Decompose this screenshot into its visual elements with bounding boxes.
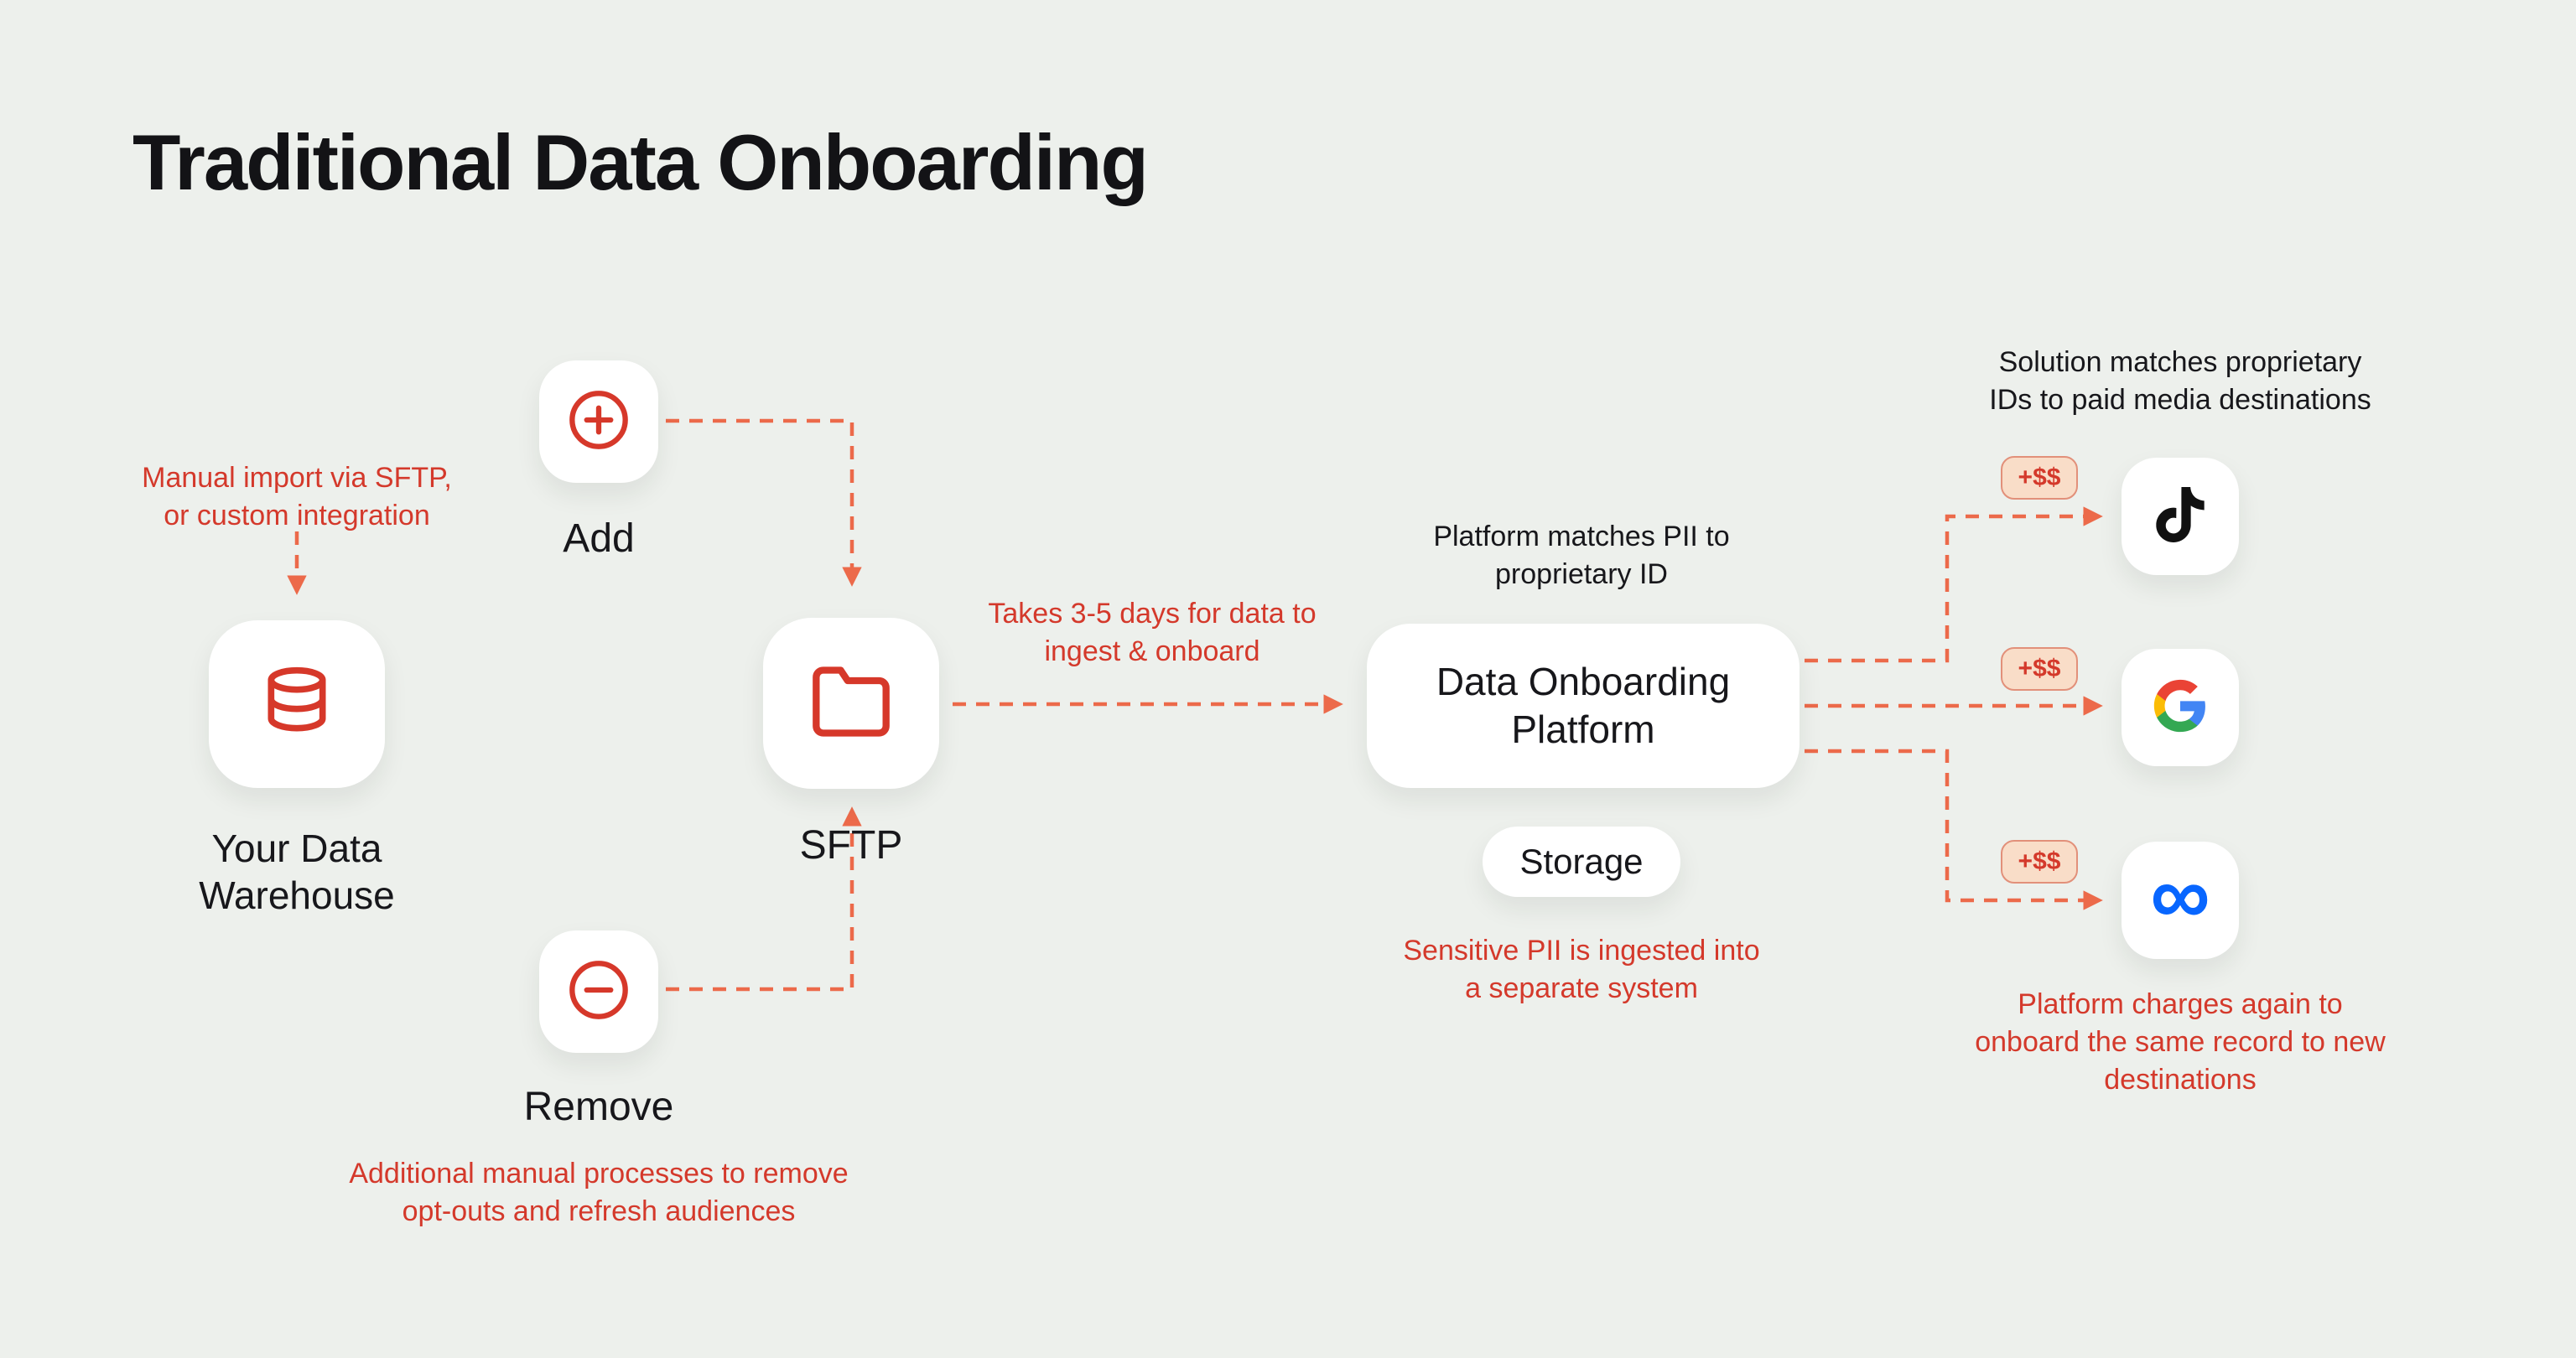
google-icon [2152, 677, 2209, 739]
storage-caption: Sensitive PII is ingested into a separat… [1403, 935, 1760, 1004]
tiktok-icon [2153, 486, 2208, 547]
tiktok-card [2122, 458, 2239, 575]
platform-label: Data Onboarding Platform [1436, 659, 1731, 752]
remove-label: Remove [523, 1085, 674, 1129]
platform-caption: Platform matches PII to proprietary ID [1433, 521, 1730, 590]
storage-label: Storage [1519, 842, 1644, 881]
plus-circle-icon [567, 388, 631, 456]
meta-card: ∞ [2122, 842, 2239, 959]
remove-caption: Additional manual processes to remove op… [349, 1158, 849, 1227]
meta-icon: ∞ [2150, 848, 2210, 942]
remove-card [539, 930, 658, 1053]
ingest-caption: Takes 3-5 days for data to ingest & onbo… [988, 598, 1317, 667]
sftp-label: SFTP [799, 823, 903, 868]
page-title: Traditional Data Onboarding [132, 118, 1149, 206]
minus-circle-icon [567, 958, 631, 1026]
arrow-platform-to-tiktok [1805, 506, 2103, 663]
cost-badge-google: +$$ [2001, 647, 2078, 691]
cost-badge-meta: +$$ [2001, 840, 2078, 884]
cost-badge-tiktok: +$$ [2001, 456, 2078, 500]
destinations-footnote: Platform charges again to onboard the sa… [1975, 988, 2386, 1096]
warehouse-card [209, 620, 385, 788]
sftp-card [763, 618, 939, 789]
folder-icon [809, 660, 893, 748]
database-icon [258, 664, 335, 745]
add-label: Add [563, 516, 635, 561]
storage-pill: Storage [1483, 827, 1680, 897]
add-card [539, 360, 658, 483]
warehouse-caption: Manual import via SFTP, or custom integr… [142, 462, 452, 531]
platform-card: Data Onboarding Platform [1367, 624, 1800, 788]
destinations-caption: Solution matches proprietary IDs to paid… [1989, 346, 2371, 416]
google-card [2122, 649, 2239, 766]
warehouse-label: Your Data Warehouse [199, 827, 395, 918]
